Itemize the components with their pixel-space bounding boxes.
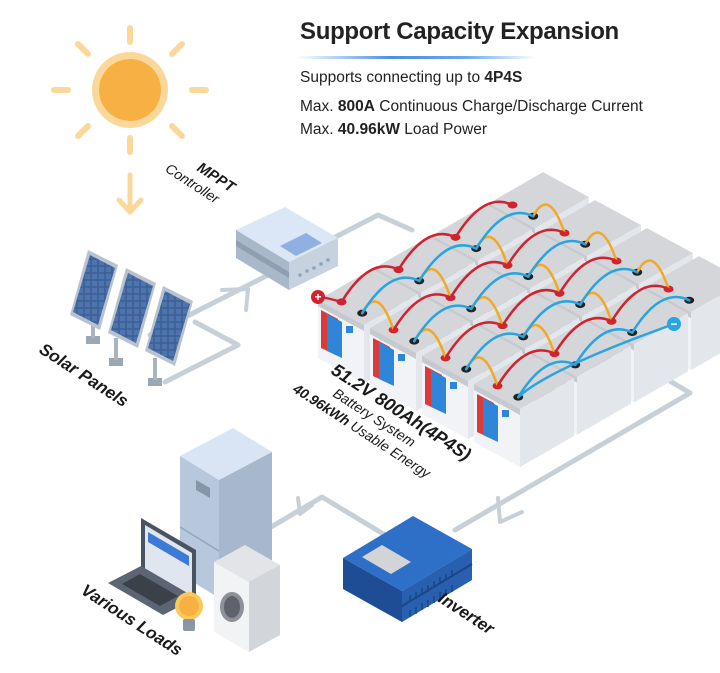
wiring: [147, 212, 693, 563]
series-cable: [635, 259, 670, 291]
washing-machine-icon: [214, 545, 280, 652]
spec-line-config: Supports connecting up to 4P4S: [300, 69, 523, 86]
main-negative-terminal-icon: −: [667, 317, 681, 331]
battery-cables: [316, 200, 691, 399]
parallel-cable-positive: [397, 232, 457, 271]
svg-text:+: +: [314, 290, 321, 304]
laptop-icon: [108, 518, 196, 615]
sun-icon: [51, 25, 209, 155]
svg-text:−: −: [670, 317, 677, 331]
series-cable: [531, 203, 566, 235]
spec-line-current: Max. 800A Continuous Charge/Discharge Cu…: [300, 98, 643, 115]
inverter-label: Inverter: [435, 588, 499, 639]
parallel-cable-positive: [449, 260, 509, 299]
battery-bank: +−: [311, 172, 720, 467]
parallel-cable-positive: [444, 321, 504, 360]
parallel-cable-negative: [516, 360, 577, 399]
parallel-cable-positive: [340, 265, 400, 304]
parallel-cable-negative: [474, 211, 535, 250]
parallel-cable-positive: [506, 228, 566, 267]
solar-panel-3: [145, 286, 193, 386]
parallel-cable-positive: [558, 256, 618, 295]
spec-line-power: Max. 40.96kW Load Power: [300, 121, 487, 138]
parallel-cable-negative: [412, 304, 473, 343]
parallel-cable-negative: [578, 267, 639, 306]
solar-panels: [70, 250, 193, 386]
mppt-controller: [236, 207, 338, 290]
light-bulb-icon: [175, 592, 203, 631]
parallel-cable-positive: [496, 349, 556, 388]
parallel-cable-positive: [610, 284, 670, 323]
arrow-inverter-loads-icon: [296, 496, 314, 516]
inverter: [343, 516, 473, 622]
series-cable: [583, 231, 618, 263]
main-positive-terminal-icon: +: [311, 290, 325, 304]
solar-panel-1: [70, 250, 118, 344]
title-underline: [296, 56, 536, 59]
page-title: Support Capacity Expansion: [300, 18, 619, 45]
various-loads: [108, 428, 280, 652]
arrow-battery-inverter-icon: [496, 496, 524, 524]
parallel-cable-negative: [469, 272, 530, 311]
parallel-cable-positive: [392, 293, 452, 332]
parallel-cable-negative: [521, 300, 582, 339]
wire-mppt-to-battery: [317, 212, 415, 248]
parallel-cable-negative: [630, 295, 691, 334]
parallel-cable-positive: [501, 288, 561, 327]
parallel-cable-positive: [454, 200, 514, 239]
mppt-label: MPPT Controller: [163, 159, 240, 207]
sunlight-arrow-icon: [116, 172, 144, 215]
battery-unit: [474, 353, 574, 467]
parallel-cable-negative: [417, 244, 478, 283]
wire-solar-return: [162, 319, 241, 385]
parallel-cable-positive: [553, 316, 613, 355]
solar-panel-2: [108, 268, 156, 366]
parallel-cable-negative: [573, 328, 634, 367]
main-negative-cable: [516, 322, 676, 399]
parallel-cable-negative: [526, 239, 587, 278]
parallel-cable-negative: [360, 276, 421, 315]
arrow-solar-mppt-icon: [220, 287, 250, 312]
parallel-cable-negative: [464, 332, 525, 371]
